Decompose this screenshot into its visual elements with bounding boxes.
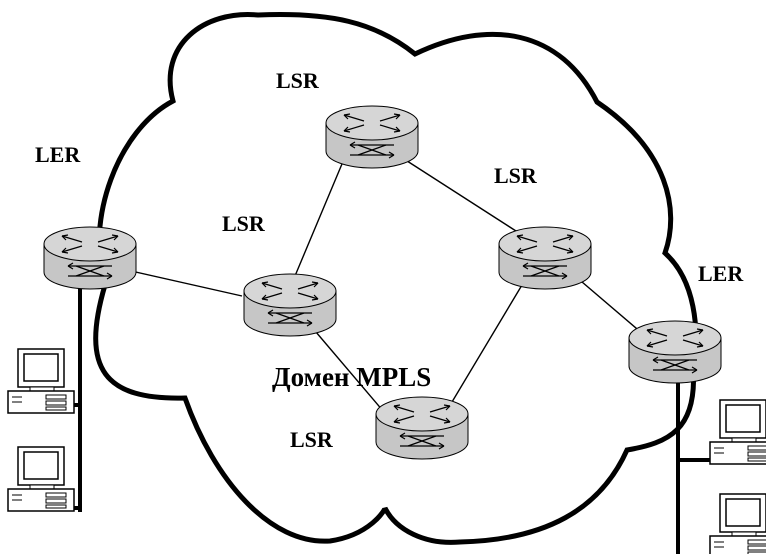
left-pc-bottom-icon [7,446,75,512]
link-lsr-top-to-lsr-center [286,151,348,296]
right-pc-top-icon [709,399,766,465]
lsr-right-label: LSR [494,163,538,188]
mpls-domain-cloud [93,12,699,545]
right-lan-cabling [676,362,710,554]
left-pc-top-icon [7,348,75,414]
lsr-bottom-router-icon [375,396,469,460]
right-pc-bottom-icon [709,493,766,554]
lsr-top-router-icon [325,105,419,169]
ler-right-label: LER [698,261,744,286]
ler-left-router-icon [43,226,137,290]
link-ler-left-to-lsr-center [117,267,243,297]
link-lsr-right-to-lsr-bottom [439,274,529,423]
link-lsr-top-to-lsr-right [389,149,531,241]
mpls-domain-label: Домен MPLS [272,362,431,392]
lsr-center-label: LSR [222,211,266,236]
ler-right-router-icon [628,320,722,384]
lsr-top-label: LSR [276,68,320,93]
lsr-bottom-label: LSR [290,427,334,452]
lsr-right-router-icon [498,226,592,290]
ler-left-label: LER [35,142,81,167]
lsr-center-router-icon [243,273,337,337]
